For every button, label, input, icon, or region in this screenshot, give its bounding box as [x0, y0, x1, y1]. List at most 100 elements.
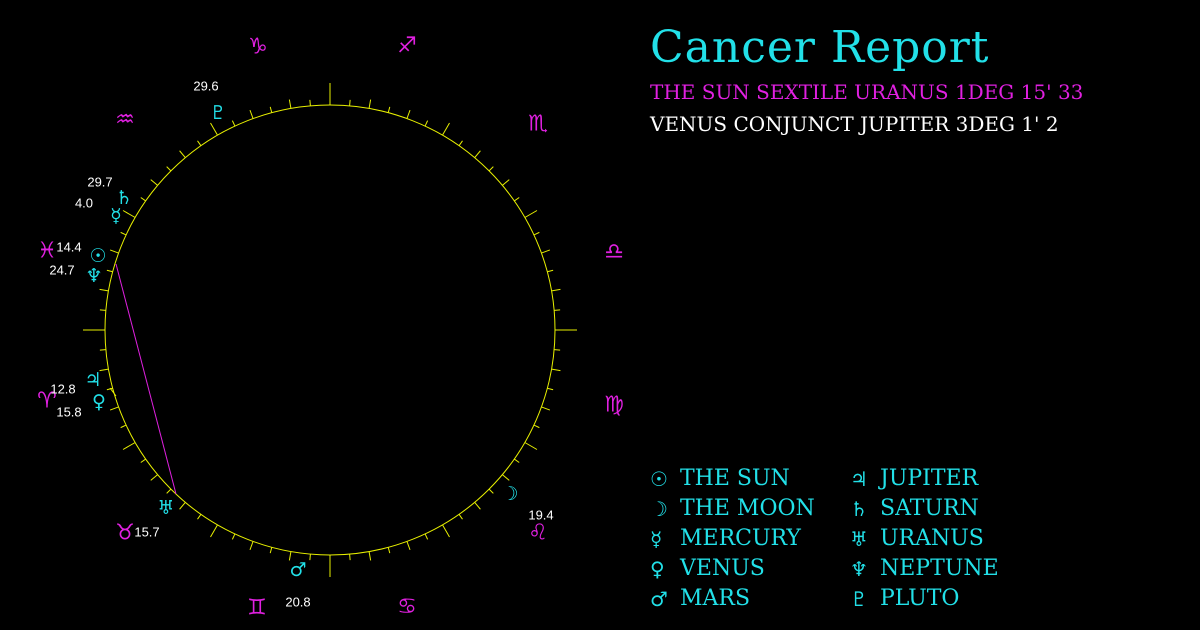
- aspect-line-sun-uranus: [115, 263, 177, 495]
- wheel-ticks: [83, 83, 577, 577]
- wheel-tick: [551, 288, 561, 292]
- uranus-degree-label: 15.7: [134, 525, 159, 540]
- pluto-degree-label: 29.6: [193, 79, 218, 94]
- wheel-tick: [122, 210, 136, 218]
- legend-label: MARS: [680, 586, 751, 611]
- wheel-tick: [210, 122, 218, 136]
- wheel-tick: [406, 541, 411, 551]
- sagittarius-icon: ♐: [397, 34, 417, 59]
- wheel-tick: [249, 541, 254, 551]
- venus-degree-label: 15.8: [56, 405, 81, 420]
- wheel-tick: [368, 99, 372, 109]
- jupiter-icon: ♃: [850, 466, 868, 491]
- saturn-icon: ♄: [850, 496, 868, 521]
- wheel-tick: [458, 140, 463, 146]
- legend-label: SATURN: [880, 496, 979, 521]
- wheel-tick: [309, 554, 311, 561]
- wheel-tick: [120, 424, 127, 429]
- wheel-circle: [104, 104, 556, 556]
- jupiter-icon: ♃: [84, 369, 101, 391]
- wheel-tick: [488, 488, 494, 494]
- wheel-tick: [109, 406, 119, 411]
- sun-icon: ☉: [89, 245, 106, 267]
- legend-label: MERCURY: [680, 526, 801, 551]
- legend-label: JUPITER: [880, 466, 979, 491]
- wheel-tick: [349, 554, 351, 561]
- wheel-tick: [249, 109, 254, 119]
- wheel-tick: [514, 197, 520, 202]
- legend-item-uranus: ♅ URANUS: [850, 526, 984, 551]
- moon-icon: ☽: [650, 496, 668, 521]
- legend-item-sun: ☉ THE SUN: [650, 466, 790, 491]
- wheel-tick: [150, 179, 158, 186]
- wheel-tick: [99, 349, 106, 351]
- wheel-tick: [349, 99, 351, 106]
- aspect-venus-jupiter: VENUS CONJUNCT JUPITER 3DEG 1' 2: [650, 112, 1059, 136]
- uranus-icon: ♅: [850, 526, 868, 551]
- gemini-icon: ♊: [247, 596, 267, 621]
- pluto-icon: ♇: [850, 586, 868, 611]
- aspect-sun-uranus: THE SUN SEXTILE URANUS 1DEG 15' 33: [650, 80, 1084, 104]
- legend-label: THE SUN: [680, 466, 790, 491]
- wheel-tick: [150, 474, 158, 481]
- legend-label: VENUS: [680, 556, 765, 581]
- leo-icon: ♌: [528, 521, 548, 546]
- wheel-tick: [140, 197, 146, 202]
- planet-glyphs: ♇♄☿☉♆♃♀♅♂☽: [84, 102, 518, 581]
- zodiac-signs: ♑♐♏♎♍♌♋♊♉♈♓♒: [37, 34, 624, 621]
- mercury-icon: ☿: [110, 205, 122, 227]
- neptune-icon: ♆: [85, 265, 102, 287]
- wheel-tick: [524, 210, 538, 218]
- wheel-tick: [541, 406, 551, 411]
- wheel-tick: [406, 109, 411, 119]
- legend-label: URANUS: [880, 526, 984, 551]
- venus-icon: ♀: [650, 556, 665, 581]
- wheel-tick: [309, 99, 311, 106]
- wheel-tick: [288, 551, 292, 561]
- aquarius-icon: ♒: [115, 108, 135, 133]
- wheel-tick: [179, 150, 186, 158]
- mars-icon: ♂: [289, 559, 306, 581]
- legend-item-neptune: ♆ NEPTUNE: [850, 556, 999, 581]
- wheel-tick: [551, 368, 561, 372]
- wheel-tick: [387, 106, 391, 113]
- wheel-tick: [99, 288, 109, 292]
- libra-icon: ♎: [604, 240, 624, 265]
- sun-degree-label: 14.4: [56, 240, 81, 255]
- sun-icon: ☉: [650, 466, 668, 491]
- wheel-tick: [210, 524, 218, 538]
- legend-item-jupiter: ♃ JUPITER: [850, 466, 978, 491]
- wheel-tick: [514, 458, 520, 463]
- wheel-tick: [541, 249, 551, 254]
- wheel-tick: [231, 533, 236, 540]
- saturn-degree-label: 29.7: [87, 175, 112, 190]
- aspect-line-venus-jupiter: [109, 387, 117, 397]
- wheel-tick: [140, 458, 146, 463]
- wheel-tick: [547, 387, 554, 391]
- saturn-icon: ♄: [115, 187, 132, 209]
- wheel-tick: [547, 269, 554, 273]
- legend-label: NEPTUNE: [880, 556, 999, 581]
- scorpio-icon: ♏: [528, 112, 548, 137]
- moon-icon: ☽: [501, 483, 518, 505]
- wheel-tick: [166, 166, 172, 172]
- wheel-tick: [368, 551, 372, 561]
- pluto-icon: ♇: [209, 102, 226, 124]
- wheel-tick: [197, 514, 202, 520]
- wheel-tick: [269, 106, 273, 113]
- wheel-tick: [106, 269, 113, 273]
- wheel-tick: [166, 488, 172, 494]
- wheel-tick: [197, 140, 202, 146]
- wheel-tick: [99, 368, 109, 372]
- wheel-tick: [488, 166, 494, 172]
- wheel-tick: [533, 424, 540, 429]
- legend-item-saturn: ♄ SATURN: [850, 496, 979, 521]
- wheel-tick: [424, 120, 429, 127]
- wheel-tick: [458, 514, 463, 520]
- capricorn-icon: ♑: [248, 35, 268, 60]
- wheel-tick: [269, 547, 273, 554]
- legend-item-mercury: ☿ MERCURY: [650, 526, 801, 551]
- venus-icon: ♀: [92, 391, 106, 413]
- wheel-tick: [288, 99, 292, 109]
- wheel-tick: [554, 349, 561, 351]
